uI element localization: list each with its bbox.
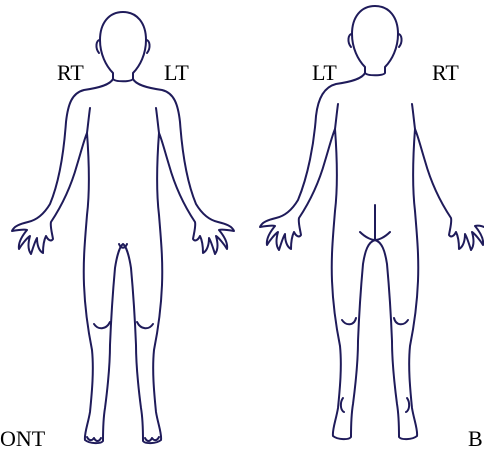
back-head <box>352 6 398 75</box>
back-heel-left <box>341 398 344 412</box>
front-body <box>12 79 234 443</box>
back-body <box>260 73 484 439</box>
back-inner-arm-right <box>412 104 415 129</box>
front-inner-arm-left <box>156 108 159 133</box>
front-knee-left <box>137 322 153 328</box>
front-toes-right <box>87 437 101 441</box>
front-inner-arm-right <box>87 108 90 133</box>
front-right-side-label: RT <box>57 60 84 85</box>
back-knee-left <box>342 318 356 324</box>
back-right-side-label: RT <box>432 60 459 85</box>
front-toes-left <box>145 437 159 441</box>
front-left-side-label: LT <box>164 60 189 85</box>
front-view-label: ONT <box>0 426 46 449</box>
back-inner-arm-left <box>335 104 338 129</box>
front-body-outline <box>12 12 234 443</box>
back-heel-right <box>406 398 409 412</box>
front-knee-right <box>94 322 110 328</box>
back-knee-right <box>394 318 408 324</box>
front-head <box>100 12 146 81</box>
back-view-label: B <box>468 426 483 449</box>
back-left-side-label: LT <box>312 60 337 85</box>
